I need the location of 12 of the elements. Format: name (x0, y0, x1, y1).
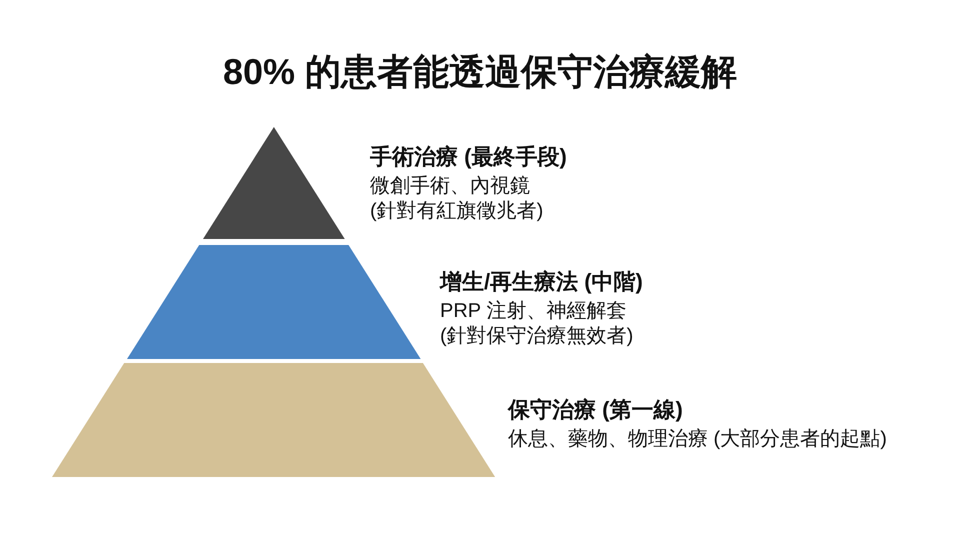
tier-description: (針對保守治療無效者) (440, 324, 634, 349)
tier-heading: 手術治療 (最終手段) (370, 143, 567, 171)
tier-heading: 保守治療 (第一線) (508, 396, 683, 424)
tier-heading: 增生/再生療法 (中階) (440, 268, 643, 296)
tier-description: PRP 注射、神經解套 (440, 299, 626, 324)
tier-description: 休息、藥物、物理治療 (大部分患者的起點) (508, 427, 887, 452)
pyramid-tier (202, 127, 344, 239)
title: 80% 的患者能透過保守治療緩解 (222, 50, 738, 94)
tier-description: 微創手術、內視鏡 (370, 174, 530, 199)
tier-description: (針對有紅旗徵兆者) (370, 199, 544, 224)
pyramid-tier (52, 363, 496, 477)
pyramid-tier (126, 245, 420, 359)
